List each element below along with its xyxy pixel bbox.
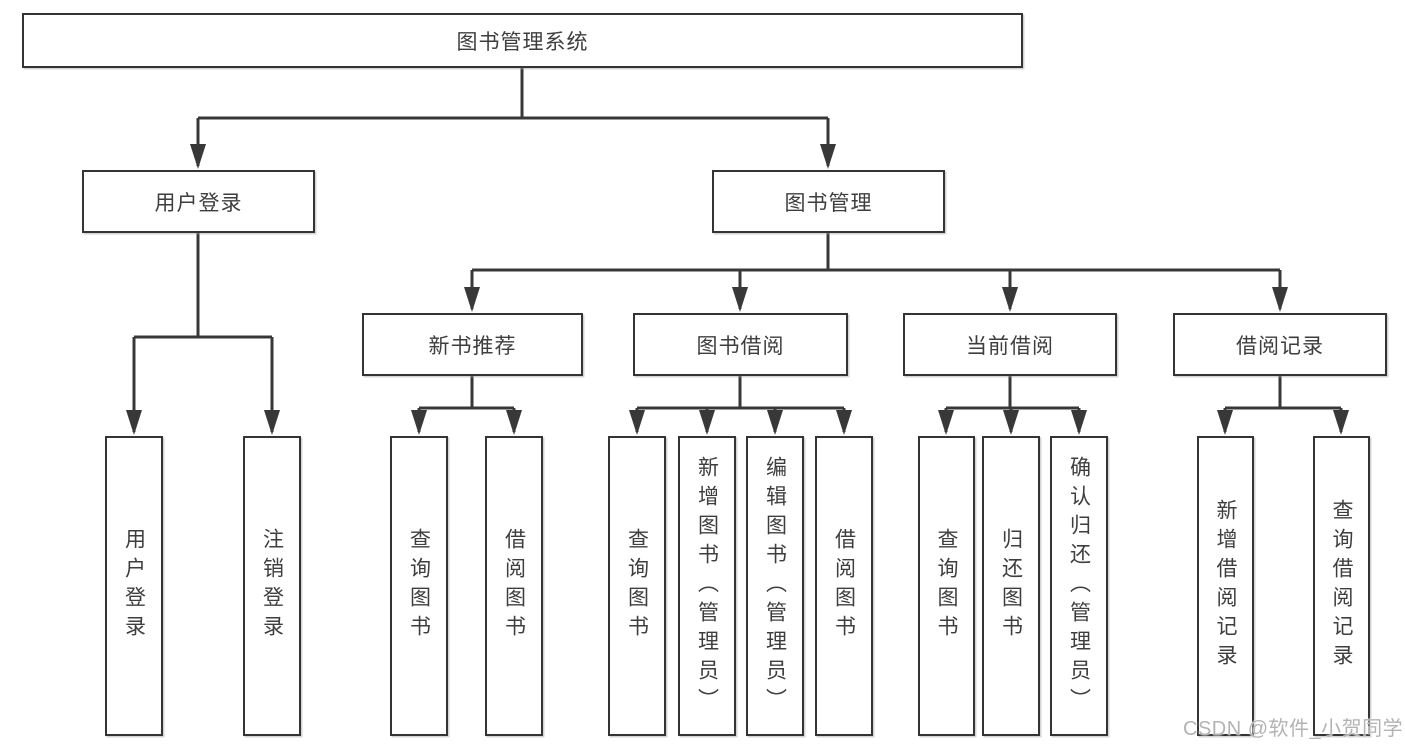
- node-label-new-book-rec: 新书推荐: [428, 334, 517, 358]
- node-br-add-record: 新增借阅记录: [1197, 436, 1254, 736]
- node-label-cb-return-book: 归还图书: [999, 528, 1023, 644]
- node-user-login: 用户登录: [82, 170, 315, 233]
- node-label-book-borrow: 图书借阅: [696, 334, 785, 358]
- node-leaf-logout: 注销登录: [243, 436, 301, 736]
- node-cb-confirm-return: 确认归还（管理员）: [1050, 436, 1108, 736]
- node-label-nbr-borrow-book: 借阅图书: [502, 528, 526, 644]
- node-leaf-user-login: 用户登录: [105, 436, 163, 736]
- node-label-bb-query-book: 查询图书: [625, 528, 649, 644]
- node-bb-query-book: 查询图书: [608, 436, 666, 736]
- node-cb-return-book: 归还图书: [982, 436, 1040, 736]
- node-current-borrow: 当前借阅: [903, 313, 1117, 376]
- node-label-leaf-logout: 注销登录: [260, 528, 284, 644]
- node-nbr-query-book: 查询图书: [390, 436, 448, 736]
- node-borrow-records: 借阅记录: [1173, 313, 1387, 376]
- node-label-book-mgmt: 图书管理: [784, 191, 873, 215]
- node-label-user-login: 用户登录: [154, 191, 243, 215]
- node-book-borrow: 图书借阅: [633, 313, 848, 376]
- node-label-bb-edit-book: 编辑图书（管理员）: [763, 455, 787, 717]
- node-label-bb-borrow-book: 借阅图书: [832, 528, 856, 644]
- node-label-leaf-user-login: 用户登录: [122, 528, 146, 644]
- node-label-nbr-query-book: 查询图书: [407, 528, 431, 644]
- node-new-book-rec: 新书推荐: [362, 313, 583, 376]
- node-label-borrow-records: 借阅记录: [1236, 334, 1324, 358]
- node-br-query-record: 查询借阅记录: [1313, 436, 1370, 736]
- node-label-root: 图书管理系统: [456, 30, 589, 54]
- node-label-cb-confirm-return: 确认归还（管理员）: [1067, 455, 1091, 717]
- node-bb-edit-book: 编辑图书（管理员）: [746, 436, 804, 736]
- node-label-br-query-record: 查询借阅记录: [1330, 499, 1353, 673]
- node-label-bb-add-book: 新增图书（管理员）: [695, 455, 719, 717]
- node-bb-add-book: 新增图书（管理员）: [678, 436, 736, 736]
- watermark-text: CSDN @软件_小贺同学: [1183, 718, 1404, 740]
- node-book-mgmt: 图书管理: [712, 170, 945, 233]
- node-nbr-borrow-book: 借阅图书: [485, 436, 543, 736]
- node-bb-borrow-book: 借阅图书: [815, 436, 873, 736]
- node-root: 图书管理系统: [22, 13, 1023, 68]
- node-cb-query-book: 查询图书: [918, 436, 975, 736]
- node-label-current-borrow: 当前借阅: [966, 334, 1054, 358]
- node-label-br-add-record: 新增借阅记录: [1214, 499, 1237, 673]
- node-label-cb-query-book: 查询图书: [935, 528, 958, 644]
